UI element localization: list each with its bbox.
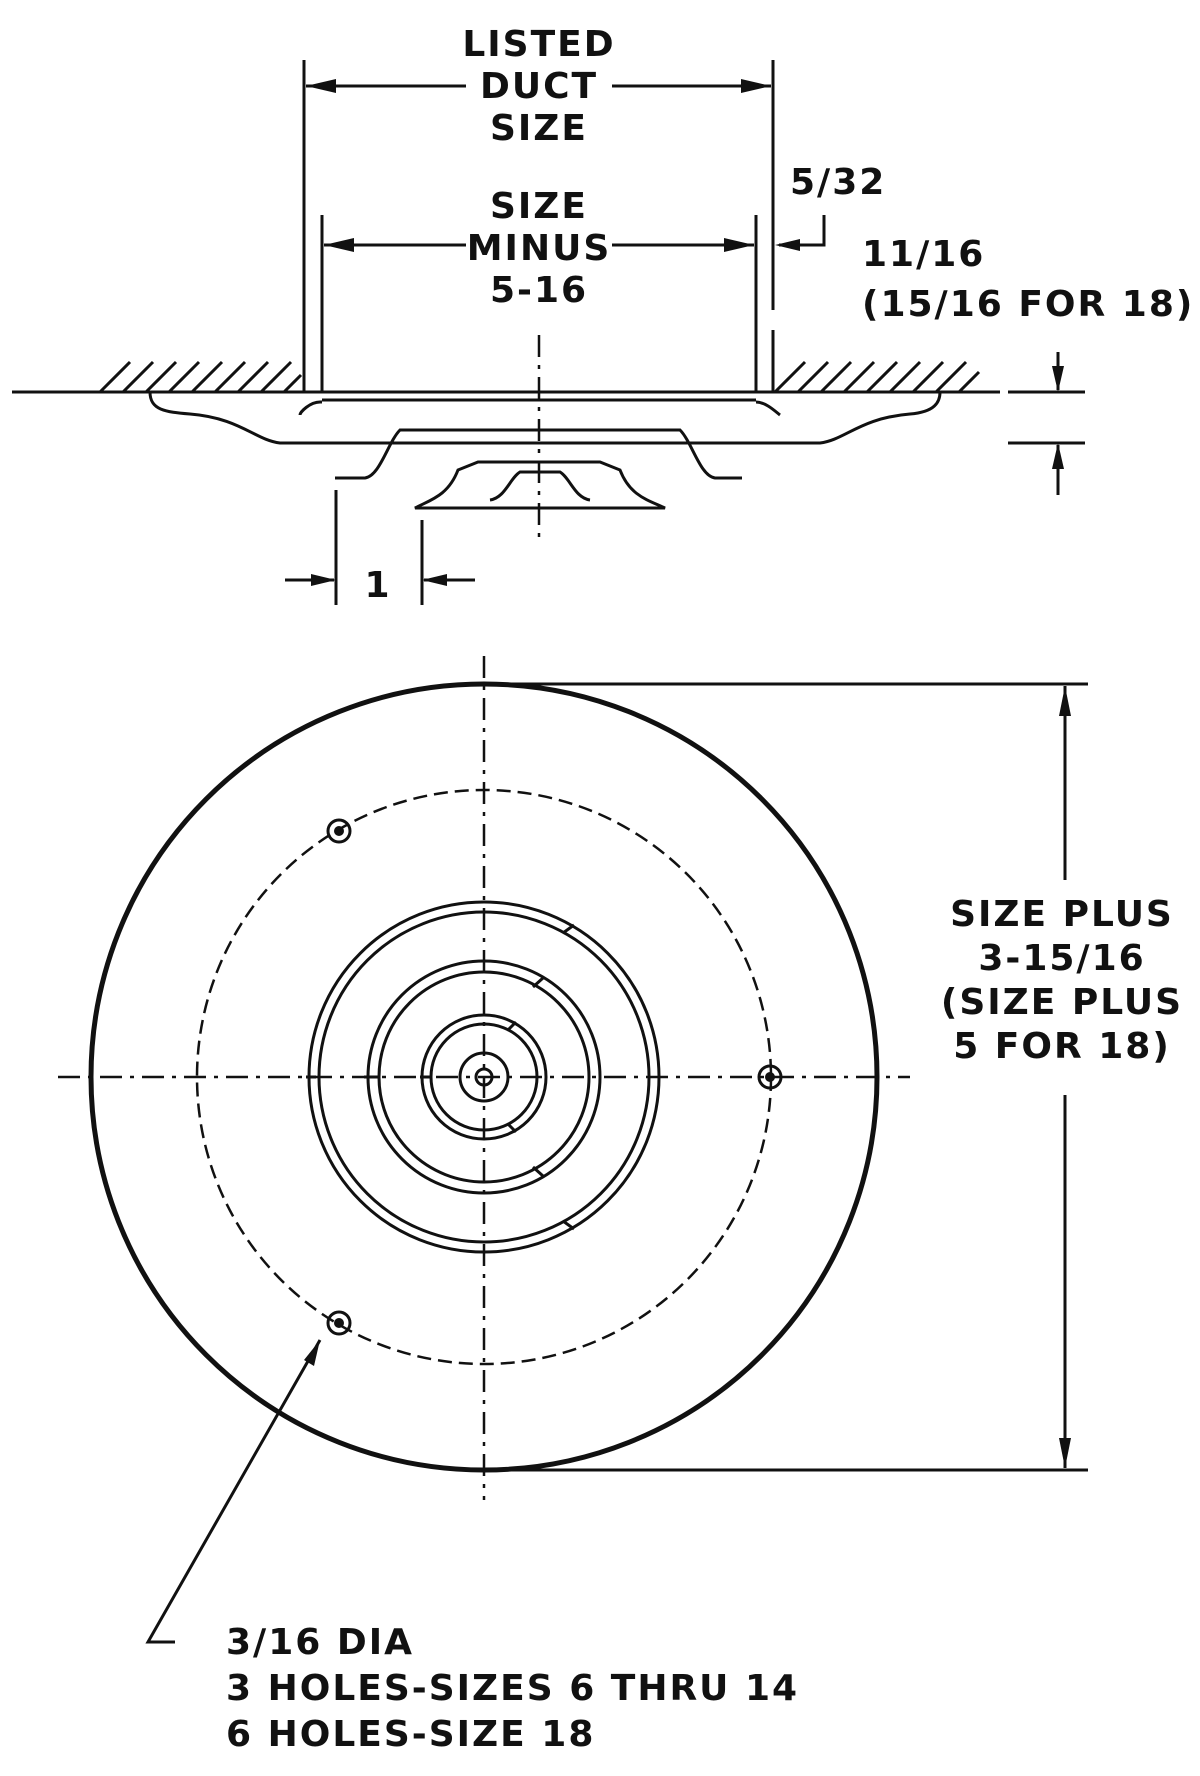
mounting-holes [326, 818, 783, 1336]
cone-ring-2 [317, 910, 651, 1244]
inner-size-label-1: SIZE [490, 186, 588, 227]
middle-cone-profile [335, 428, 742, 480]
diameter-label-1: SIZE PLUS [950, 894, 1174, 935]
step-label: 1 [364, 565, 391, 606]
ceiling-hatch-right [773, 360, 981, 394]
height-label-2: (15/16 FOR 18) [862, 284, 1194, 325]
duct-size-label-1: LISTED [462, 24, 615, 65]
hole-note-1: 3/16 DIA [226, 1622, 414, 1663]
inner-size-label-3: 5-16 [490, 270, 588, 311]
cone-ring-4 [377, 970, 591, 1184]
outer-cone-profile [148, 391, 942, 445]
height-label-1: 11/16 [862, 234, 985, 275]
diameter-label-4: 5 FOR 18) [953, 1026, 1171, 1067]
hole-note-2: 3 HOLES-SIZES 6 THRU 14 [226, 1668, 799, 1709]
diameter-label-2: 3-15/16 [978, 938, 1145, 979]
hole-note-3: 6 HOLES-SIZE 18 [226, 1714, 595, 1755]
cone-ring-7 [458, 1051, 510, 1103]
inner-size-label-2: MINUS [467, 228, 612, 269]
duct-size-label-3: SIZE [490, 108, 588, 149]
hole-leader [145, 1339, 322, 1644]
plan-view: SIZE PLUS 3-15/16 (SIZE PLUS 5 FOR 18) 3… [58, 656, 1183, 1755]
diameter-label-3: (SIZE PLUS [941, 982, 1183, 1023]
center-hub [474, 1067, 494, 1087]
inner-cone-profile [414, 460, 666, 510]
gap-label: 5/32 [790, 162, 886, 203]
side-view: LISTED DUCT SIZE SIZE MINUS 5-16 5/32 11… [12, 24, 1194, 606]
gap-leader [779, 215, 826, 247]
ceiling-hatch-left [98, 360, 303, 394]
duct-size-label-2: DUCT [480, 66, 598, 107]
cone-tabs [306, 923, 575, 1231]
